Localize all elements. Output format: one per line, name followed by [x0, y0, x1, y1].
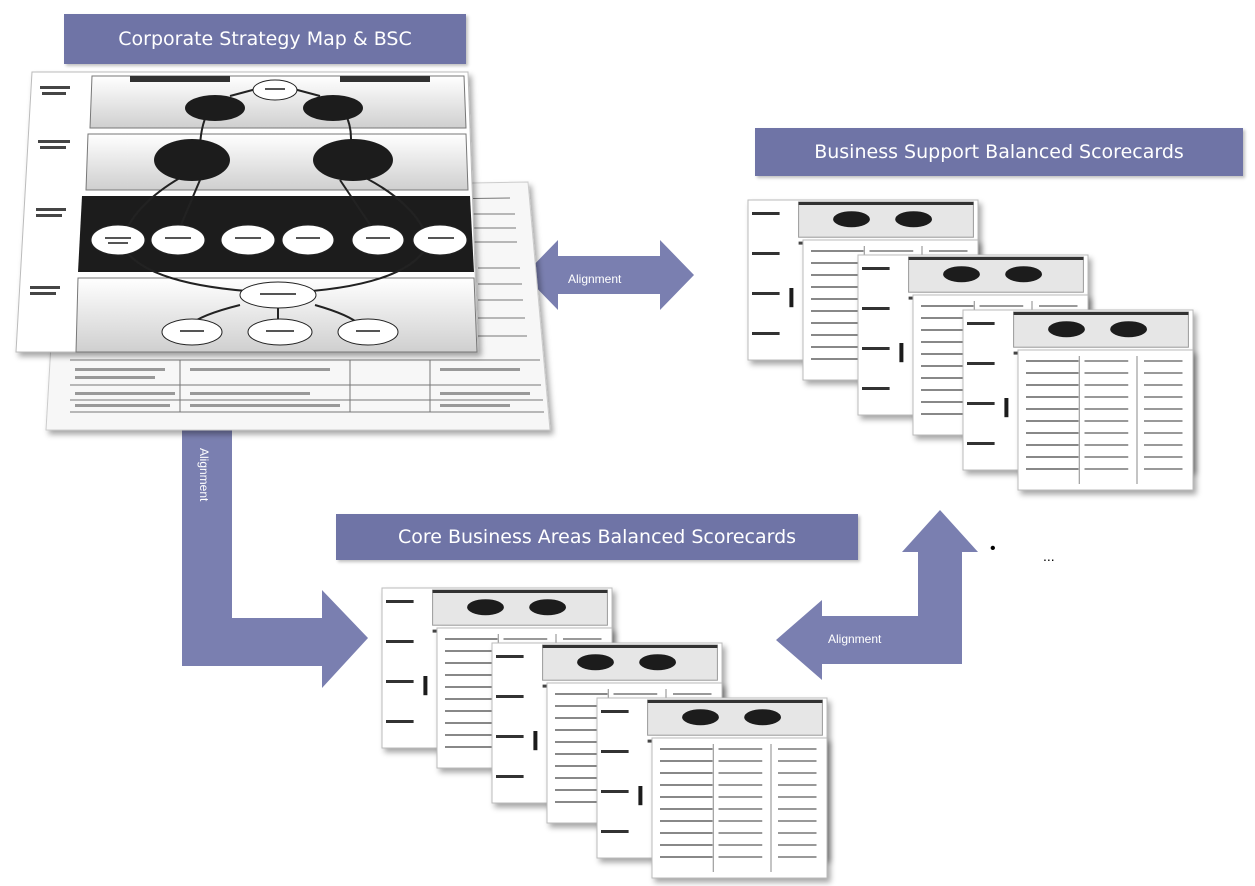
banner-core-business-scorecards: Core Business Areas Balanced Scorecards — [336, 514, 858, 560]
core-business-scorecard-stack-table-3 — [651, 737, 828, 879]
business-support-scorecard-stack-table-3 — [1017, 349, 1194, 491]
bullet-marker: • — [990, 540, 996, 557]
lower-alignment-arrow: Alignment — [776, 510, 978, 680]
banner-corporate-strategy-map: Corporate Strategy Map & BSC — [64, 14, 466, 64]
vertical-alignment-arrow: Alignment — [182, 430, 368, 688]
business-support-scorecard-stack — [747, 199, 1194, 491]
corporate-strategy-map-document — [15, 71, 551, 431]
core-business-scorecard-stack — [381, 587, 828, 879]
lower-alignment-label: Alignment — [828, 632, 882, 646]
banner-business-support-scorecards: Business Support Balanced Scorecards — [755, 128, 1243, 176]
vertical-alignment-label: Alignment — [197, 448, 211, 502]
horizontal-alignment-arrow: Alignment — [524, 240, 694, 310]
horizontal-alignment-label: Alignment — [568, 272, 622, 286]
continuation-ellipsis: ... — [1043, 548, 1055, 564]
corporate-strategy-map-sheet — [15, 71, 479, 353]
